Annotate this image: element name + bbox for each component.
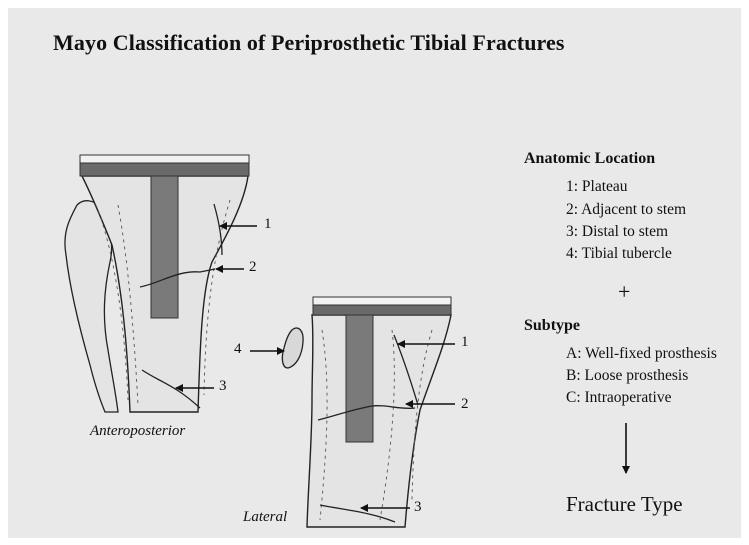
ap-tray-plate [80, 155, 249, 163]
fracture-type-result: Fracture Type [566, 492, 683, 517]
lateral-stem [346, 315, 373, 442]
ap-label-3: 3 [219, 378, 227, 395]
subtype-heading: Subtype [524, 317, 580, 335]
ap-tray-base [80, 163, 249, 176]
lateral-label-4: 4 [234, 341, 242, 358]
anatomic-location-item: 1: Plateau [566, 178, 628, 196]
lateral-tibia [307, 315, 451, 527]
lateral-caption: Lateral [243, 509, 287, 526]
ap-label-2: 2 [249, 259, 257, 276]
lateral-label-3: 3 [414, 499, 422, 516]
anatomic-location-item: 2: Adjacent to stem [566, 201, 686, 219]
subtype-item: C: Intraoperative [566, 389, 671, 407]
lateral-tubercle-fragment [282, 328, 303, 368]
plus-sign: + [618, 279, 630, 305]
ap-label-1: 1 [264, 216, 272, 233]
lateral-tray-base [313, 305, 451, 315]
anatomic-location-item: 3: Distal to stem [566, 223, 668, 241]
lateral-tray-plate [313, 297, 451, 305]
subtype-item: B: Loose prosthesis [566, 367, 688, 385]
page-title: Mayo Classification of Periprosthetic Ti… [53, 30, 565, 56]
anatomic-location-heading: Anatomic Location [524, 150, 655, 168]
lateral-label-1: 1 [461, 334, 469, 351]
ap-caption: Anteroposterior [90, 423, 185, 440]
subtype-item: A: Well-fixed prosthesis [566, 345, 717, 363]
ap-stem [151, 176, 178, 318]
anatomic-location-item: 4: Tibial tubercle [566, 245, 672, 263]
lateral-label-2: 2 [461, 396, 469, 413]
